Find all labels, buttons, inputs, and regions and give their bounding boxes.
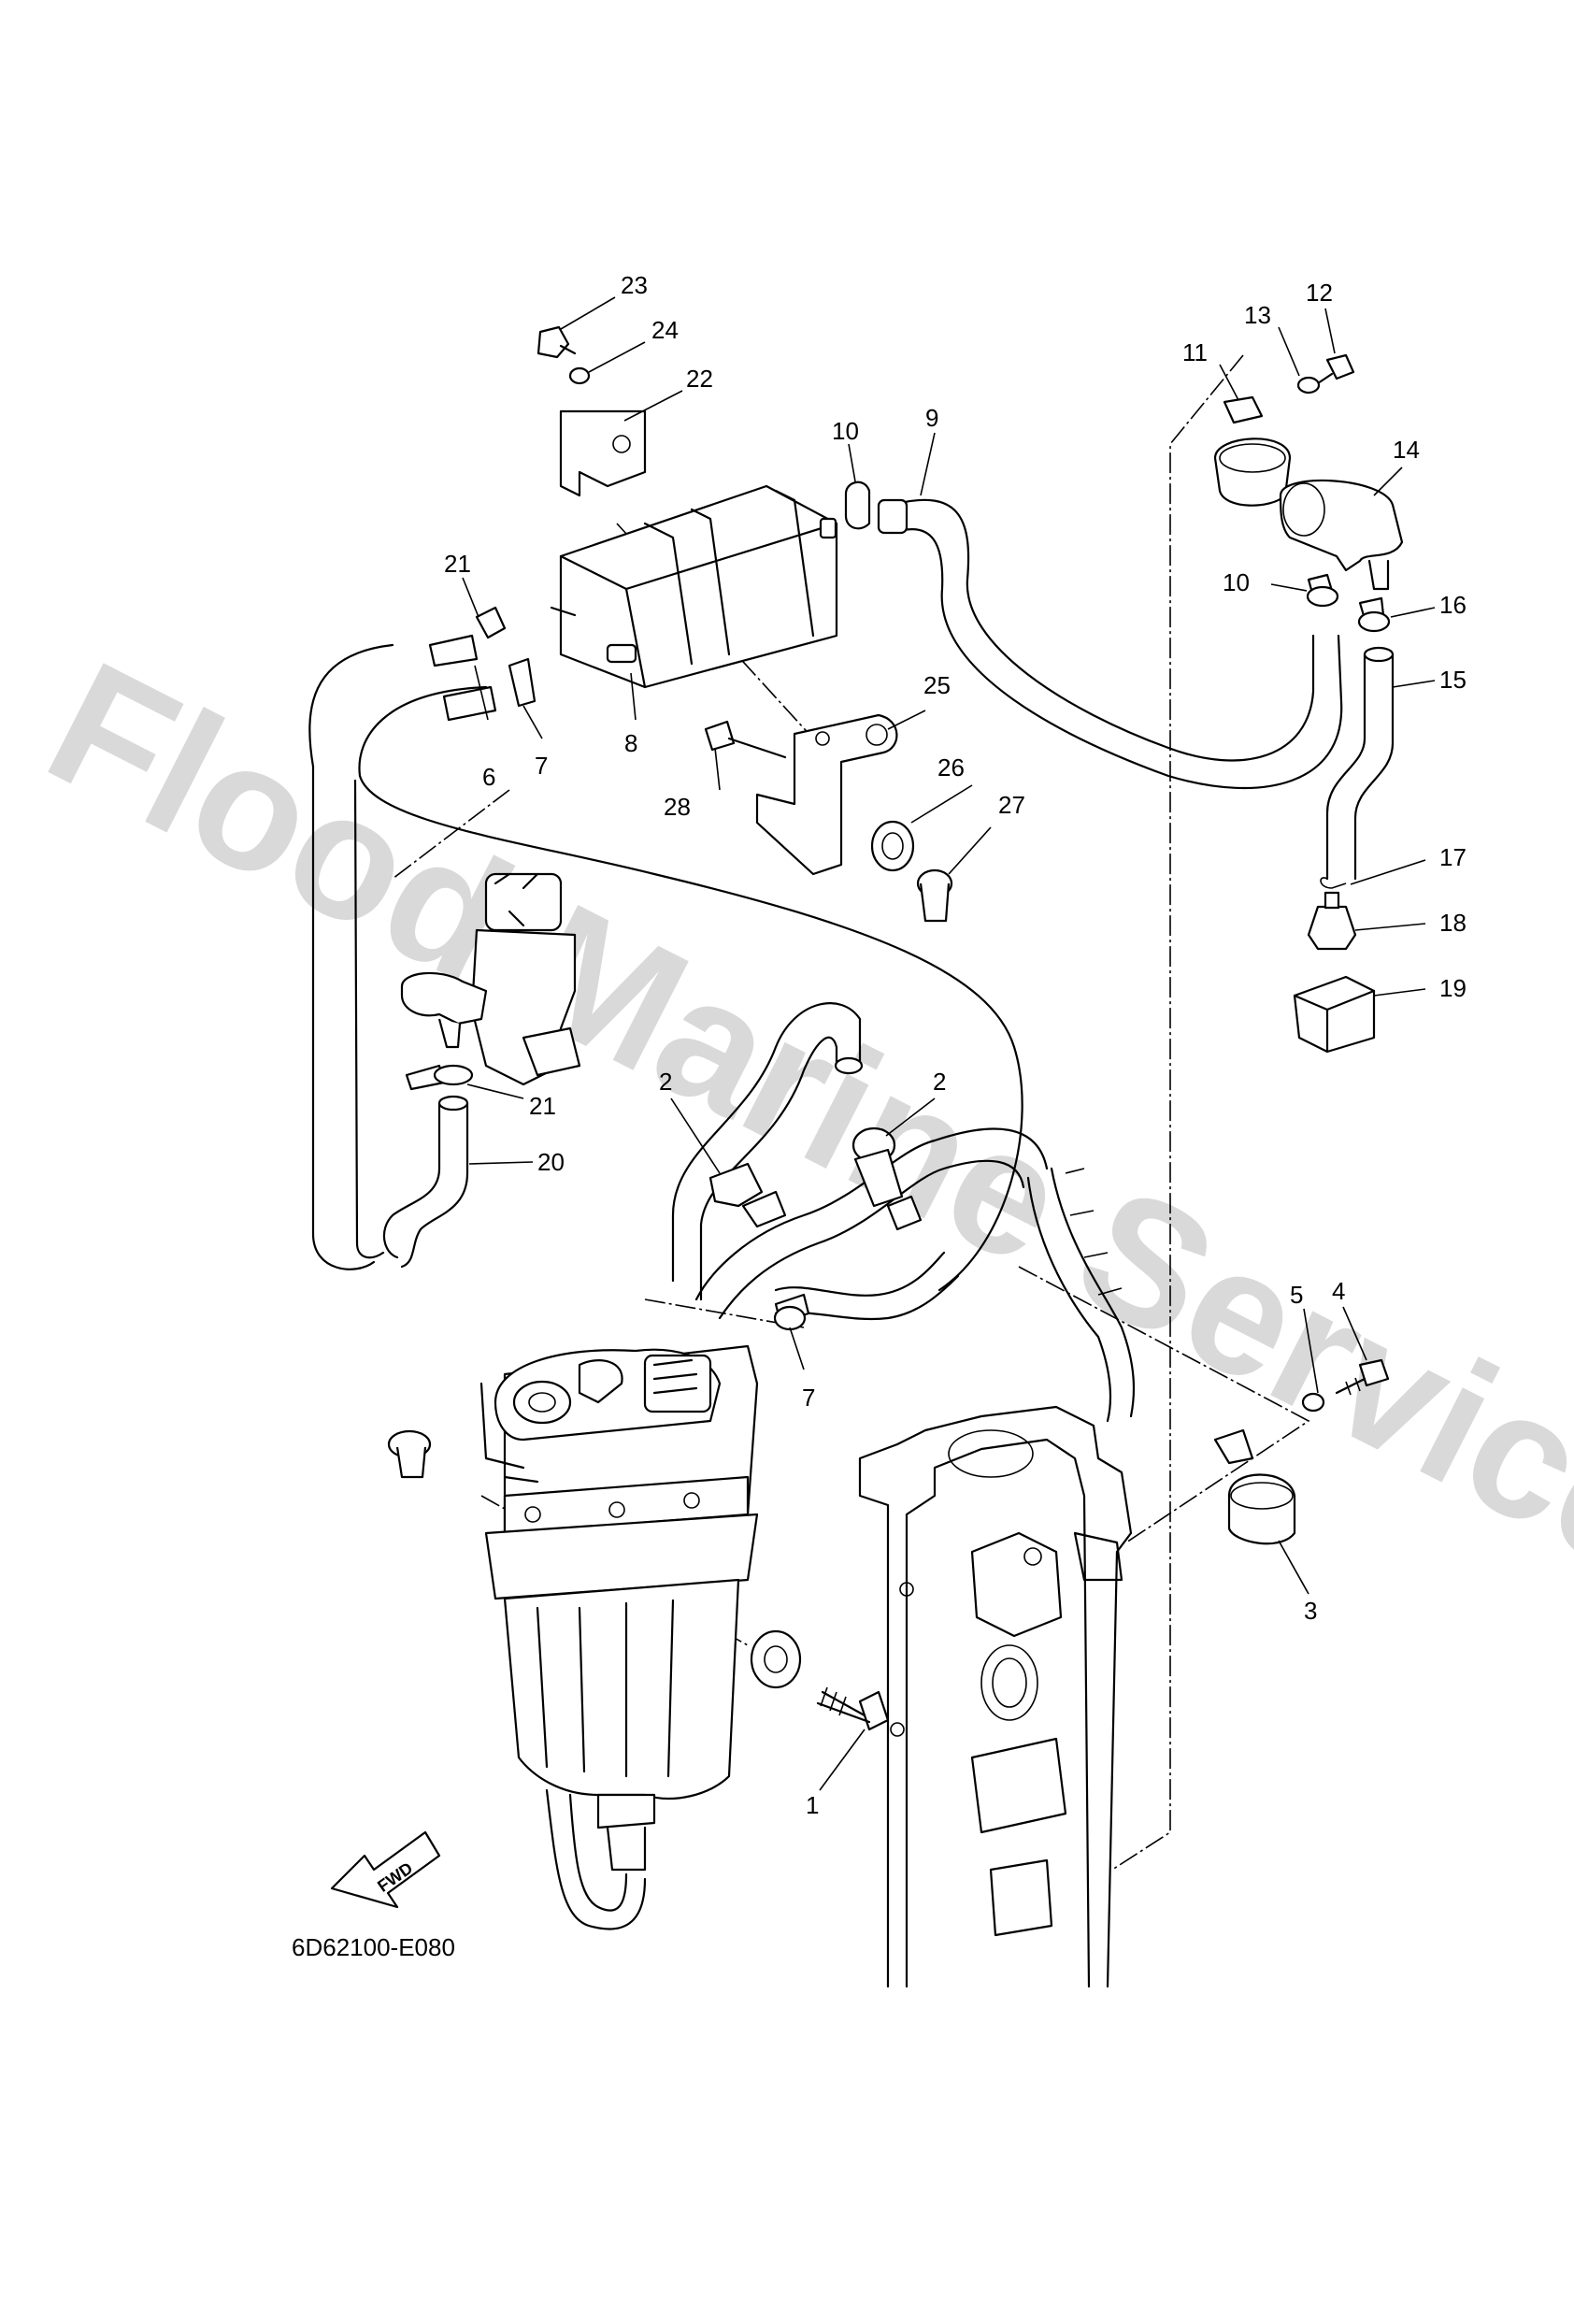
- callout-12: 12: [1306, 279, 1333, 307]
- callout-7b: 7: [802, 1384, 815, 1412]
- hose-6-end: [428, 634, 497, 722]
- hose-9: [877, 498, 1343, 790]
- callout-23: 23: [621, 271, 648, 299]
- washer-24: [568, 366, 591, 385]
- callout-17: 17: [1439, 843, 1467, 871]
- clip-2-left: [708, 1162, 787, 1228]
- callout-20: 20: [537, 1148, 565, 1176]
- engine-casing: [858, 1405, 1133, 1988]
- fwd-arrow-icon: FWD: [330, 1830, 441, 1909]
- leader-lines: [462, 296, 1436, 1791]
- washer-5: [1301, 1392, 1325, 1413]
- callout-11: 11: [1182, 338, 1208, 366]
- clamp-21-top: [475, 606, 507, 639]
- callout-2a: 2: [659, 1068, 672, 1096]
- clamp-7-lower: [773, 1293, 810, 1331]
- callout-14: 14: [1393, 436, 1420, 464]
- bolt-23: [537, 325, 577, 359]
- callout-5: 5: [1290, 1281, 1303, 1309]
- callout-10b: 10: [1223, 568, 1250, 596]
- callout-3: 3: [1304, 1597, 1317, 1625]
- callout-6: 6: [482, 763, 495, 791]
- callout-25: 25: [923, 671, 951, 699]
- control-valve: [400, 872, 581, 1086]
- callout-19: 19: [1439, 974, 1467, 1002]
- holder-11: [1213, 395, 1292, 507]
- clip-2-right: [851, 1126, 923, 1231]
- grommet-lower: [750, 1629, 802, 1689]
- callout-13: 13: [1244, 301, 1271, 329]
- bolt-1: [816, 1686, 890, 1731]
- grommet-26: [870, 820, 915, 872]
- canister-8: [550, 484, 838, 689]
- bolt-4: [1335, 1358, 1390, 1396]
- callout-18: 18: [1439, 909, 1467, 937]
- bracket-25: [755, 713, 898, 876]
- diagram-code: 6D62100-E080: [292, 1933, 455, 1961]
- callout-27: 27: [998, 791, 1025, 819]
- clamp-10-top: [844, 481, 871, 530]
- bracket-22: [559, 409, 647, 497]
- callout-7: 7: [535, 752, 548, 780]
- hose-15: [1325, 646, 1395, 881]
- hose-20: [382, 1095, 469, 1269]
- callout-4: 4: [1332, 1277, 1345, 1305]
- clamp-21-lower: [405, 1064, 474, 1091]
- clip-17: [1320, 877, 1347, 889]
- callout-22: 22: [686, 365, 713, 393]
- bolt-28: [704, 720, 787, 759]
- holder-19: [1293, 975, 1376, 1054]
- callout-9: 9: [925, 404, 938, 432]
- callout-8: 8: [624, 729, 637, 757]
- callout-16: 16: [1439, 591, 1467, 619]
- filter-18: [1307, 891, 1357, 951]
- callout-21: 21: [444, 550, 471, 578]
- bolt-12: [1316, 353, 1355, 385]
- callout-26: 26: [937, 753, 965, 782]
- washer-13: [1296, 376, 1321, 395]
- vent-hose-loop: [308, 643, 1023, 1292]
- callout-2b: 2: [933, 1068, 946, 1096]
- holder-3: [1213, 1428, 1296, 1545]
- clamp-16: [1357, 596, 1391, 633]
- joint-14: [1279, 479, 1404, 591]
- clamp-7-top: [508, 657, 537, 708]
- collar-27: [916, 868, 953, 923]
- callout-28: 28: [664, 793, 691, 821]
- callout-24: 24: [651, 316, 679, 344]
- callout-15: 15: [1439, 666, 1467, 694]
- clamp-10-right: [1306, 573, 1339, 608]
- callout-1: 1: [806, 1791, 819, 1819]
- callout-21b: 21: [529, 1092, 556, 1120]
- callout-labels: 23 24 22 10 9 21 6 7 8 25 26 27 28 11 13…: [444, 271, 1467, 1819]
- hose-2-right: [774, 1167, 1136, 1423]
- vapor-separator: [479, 1344, 759, 1930]
- callout-10: 10: [832, 417, 859, 445]
- collar-left: [387, 1429, 432, 1479]
- hose-clips-right: [1065, 1168, 1123, 1296]
